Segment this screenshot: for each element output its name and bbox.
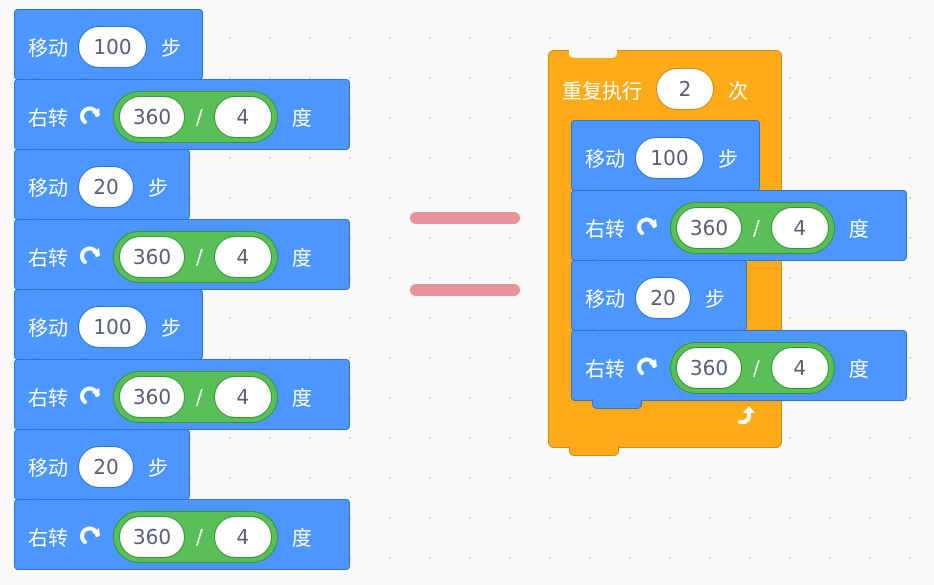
steps-input[interactable]: 100 [78, 305, 147, 348]
degrees-label: 度 [291, 246, 312, 270]
divide-operator[interactable]: 360 / 4 [113, 510, 278, 563]
move-label: 移动 [28, 176, 68, 200]
turn-label: 右转 [585, 217, 625, 241]
rotate-right-icon [635, 355, 661, 381]
divisor-input[interactable]: 4 [213, 95, 272, 138]
turn-label: 右转 [28, 246, 68, 270]
divide-operator[interactable]: 360 / 4 [113, 90, 278, 143]
steps-label: 步 [148, 176, 168, 200]
degrees-label: 度 [848, 357, 869, 381]
dividend-input[interactable]: 360 [676, 206, 742, 249]
steps-label: 步 [148, 456, 168, 480]
degrees-label: 度 [291, 526, 312, 550]
repeat-header: 重复执行 2 次 [549, 68, 748, 110]
repeat-label: 重复执行 [562, 78, 642, 103]
turn-right-block[interactable]: 右转 360 / 4 度 [571, 330, 907, 409]
turn-right-block[interactable]: 右转 360 / 4 度 [14, 219, 350, 298]
steps-input[interactable]: 20 [635, 276, 691, 319]
dividend-input[interactable]: 360 [119, 375, 185, 418]
repeat-count-input[interactable]: 2 [656, 68, 714, 110]
move-block[interactable]: 移动 20 步 [571, 260, 747, 339]
turn-label: 右转 [28, 106, 68, 130]
move-block[interactable]: 移动 100 步 [14, 9, 203, 88]
divide-operator[interactable]: 360 / 4 [113, 370, 278, 423]
times-label: 次 [728, 78, 748, 103]
degrees-label: 度 [848, 217, 869, 241]
rotate-right-icon [635, 215, 661, 241]
turn-right-block[interactable]: 右转 360 / 4 度 [14, 359, 350, 438]
move-label: 移动 [28, 456, 68, 480]
rotate-right-icon [78, 384, 104, 410]
turn-label: 右转 [28, 526, 68, 550]
divisor-input[interactable]: 4 [213, 235, 272, 278]
equals-bar-top [410, 212, 520, 224]
turn-right-block[interactable]: 右转 360 / 4 度 [571, 190, 907, 269]
move-label: 移动 [28, 36, 68, 60]
steps-input[interactable]: 100 [78, 25, 147, 68]
steps-input[interactable]: 20 [78, 165, 134, 208]
steps-label: 步 [161, 36, 181, 60]
repeat-arrow-icon [735, 403, 761, 433]
steps-label: 步 [718, 147, 738, 171]
steps-label: 步 [161, 316, 181, 340]
move-block[interactable]: 移动 20 步 [14, 429, 190, 508]
divide-sign: / [196, 244, 203, 269]
equals-bar-bottom [410, 284, 520, 296]
divide-sign: / [196, 104, 203, 129]
divide-sign: / [196, 524, 203, 549]
dividend-input[interactable]: 360 [119, 235, 185, 278]
turn-right-block[interactable]: 右转 360 / 4 度 [14, 79, 350, 158]
move-block[interactable]: 移动 100 步 [14, 289, 203, 368]
divide-sign: / [753, 355, 760, 380]
steps-label: 步 [705, 287, 725, 311]
divide-operator[interactable]: 360 / 4 [670, 201, 835, 254]
divisor-input[interactable]: 4 [213, 515, 272, 558]
divide-operator[interactable]: 360 / 4 [670, 341, 835, 394]
divide-sign: / [753, 215, 760, 240]
degrees-label: 度 [291, 386, 312, 410]
divisor-input[interactable]: 4 [770, 346, 829, 389]
divisor-input[interactable]: 4 [770, 206, 829, 249]
move-block[interactable]: 移动 20 步 [14, 149, 190, 228]
degrees-label: 度 [291, 106, 312, 130]
divide-operator[interactable]: 360 / 4 [113, 230, 278, 283]
move-label: 移动 [585, 287, 625, 311]
move-block[interactable]: 移动 100 步 [571, 120, 760, 199]
dividend-input[interactable]: 360 [676, 346, 742, 389]
steps-input[interactable]: 20 [78, 445, 134, 488]
dividend-input[interactable]: 360 [119, 515, 185, 558]
rotate-right-icon [78, 104, 104, 130]
move-label: 移动 [585, 147, 625, 171]
move-label: 移动 [28, 316, 68, 340]
divisor-input[interactable]: 4 [213, 375, 272, 418]
turn-right-block[interactable]: 右转 360 / 4 度 [14, 499, 350, 570]
dividend-input[interactable]: 360 [119, 95, 185, 138]
turn-label: 右转 [585, 357, 625, 381]
rotate-right-icon [78, 244, 104, 270]
rotate-right-icon [78, 524, 104, 550]
steps-input[interactable]: 100 [635, 136, 704, 179]
divide-sign: / [196, 384, 203, 409]
turn-label: 右转 [28, 386, 68, 410]
